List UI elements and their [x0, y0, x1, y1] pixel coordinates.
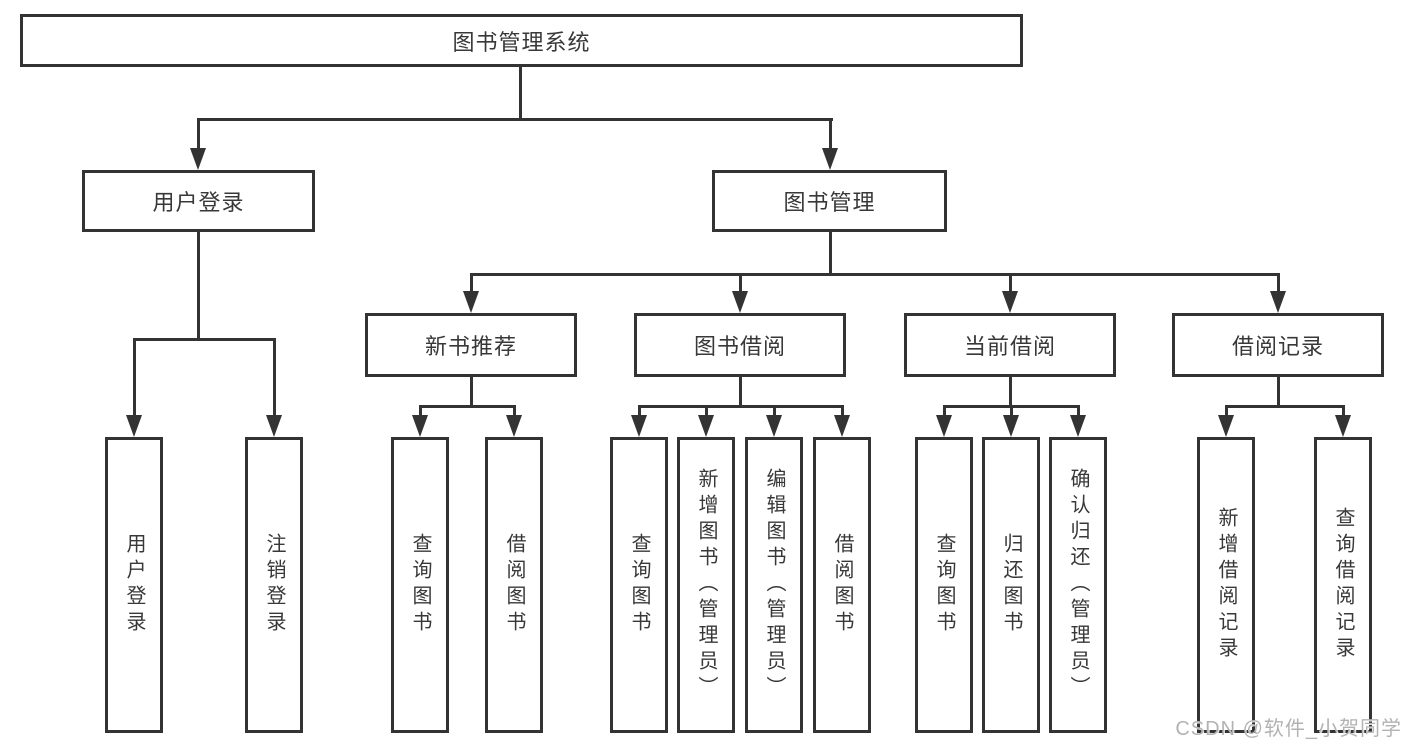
arrowhead-current-borrow — [1002, 291, 1018, 313]
node-current-borrow: 当前借阅 — [904, 313, 1116, 377]
arrowhead-cb-confirm — [1070, 415, 1086, 437]
leaf-bb-borrow-books: 借阅图书 — [813, 437, 871, 733]
connector-drop-bb-borrow — [841, 405, 844, 418]
node-book-mgmt-label: 图书管理 — [783, 190, 876, 215]
connector-borrow-records-rail — [1225, 405, 1345, 408]
connector-root-rail — [197, 118, 833, 121]
connector-drop-leaf-login — [133, 338, 136, 418]
node-user-login-label: 用户登录 — [152, 190, 245, 215]
leaf-bb-add-books-admin: 新增图书（管理员） — [677, 437, 735, 733]
connector-drop-book-borrow — [739, 273, 742, 293]
leaf-cb-confirm-return-admin-label: 确认归还（管理员） — [1067, 468, 1089, 702]
leaf-cb-query-books-label: 查询图书 — [933, 533, 955, 637]
leaf-logout-label: 注销登录 — [263, 533, 285, 637]
leaf-nb-query-books-label: 查询图书 — [409, 533, 431, 637]
connector-book-borrow-rail — [638, 405, 844, 408]
connector-drop-br-query — [1342, 405, 1345, 418]
leaf-cb-return-books: 归还图书 — [982, 437, 1040, 733]
leaf-nb-query-books: 查询图书 — [391, 437, 449, 733]
leaf-logout: 注销登录 — [245, 437, 303, 733]
leaf-bb-edit-books-admin: 编辑图书（管理员） — [745, 437, 803, 733]
arrowhead-cb-return — [1003, 415, 1019, 437]
leaf-cb-return-books-label: 归还图书 — [1000, 533, 1022, 637]
connector-drop-bb-edit — [773, 405, 776, 418]
arrowhead-br-add — [1218, 415, 1234, 437]
leaf-user-login-label: 用户登录 — [123, 533, 145, 637]
connector-new-books-rail — [419, 405, 516, 408]
node-borrow-records-label: 借阅记录 — [1231, 334, 1324, 359]
arrowhead-book-mgmt — [822, 148, 838, 170]
node-book-borrow-label: 图书借阅 — [693, 334, 786, 359]
node-new-books-label: 新书推荐 — [424, 334, 517, 359]
arrowhead-br-query — [1335, 415, 1351, 437]
leaf-cb-query-books: 查询图书 — [915, 437, 973, 733]
arrowhead-leaf-logout — [266, 415, 282, 437]
connector-drop-nb-query — [419, 405, 422, 418]
leaf-br-add-record: 新增借阅记录 — [1197, 437, 1255, 733]
connector-drop-current-borrow — [1009, 273, 1012, 293]
arrowhead-user-login — [190, 148, 206, 170]
connector-drop-cb-return — [1010, 405, 1013, 418]
connector-book-mgmt-stem — [829, 232, 832, 276]
leaf-nb-borrow-books: 借阅图书 — [485, 437, 543, 733]
leaf-bb-edit-books-admin-label: 编辑图书（管理员） — [763, 468, 785, 702]
connector-drop-book-mgmt — [829, 118, 832, 150]
connector-drop-new-books — [470, 273, 473, 293]
node-borrow-records: 借阅记录 — [1172, 313, 1384, 377]
leaf-br-query-record: 查询借阅记录 — [1314, 437, 1372, 733]
node-current-borrow-label: 当前借阅 — [963, 334, 1056, 359]
connector-drop-br-add — [1225, 405, 1228, 418]
arrowhead-bb-query — [631, 415, 647, 437]
arrowhead-nb-borrow — [506, 415, 522, 437]
arrowhead-nb-query — [412, 415, 428, 437]
connector-new-books-stem — [470, 377, 473, 408]
arrowhead-new-books — [463, 291, 479, 313]
arrowhead-bb-add — [698, 415, 714, 437]
leaf-br-query-record-label: 查询借阅记录 — [1332, 507, 1354, 663]
leaf-bb-borrow-books-label: 借阅图书 — [831, 533, 853, 637]
node-new-books: 新书推荐 — [365, 313, 577, 377]
arrowhead-cb-query — [936, 415, 952, 437]
arrowhead-bb-borrow — [834, 415, 850, 437]
leaf-bb-add-books-admin-label: 新增图书（管理员） — [695, 468, 717, 702]
arrowhead-book-borrow — [732, 291, 748, 313]
connector-current-borrow-stem — [1009, 377, 1012, 408]
connector-drop-bb-query — [638, 405, 641, 418]
node-user-login: 用户登录 — [82, 170, 315, 232]
leaf-br-add-record-label: 新增借阅记录 — [1215, 507, 1237, 663]
leaf-user-login: 用户登录 — [105, 437, 163, 733]
connector-drop-user-login — [197, 118, 200, 150]
connector-drop-nb-borrow — [513, 405, 516, 418]
connector-user-login-stem — [197, 232, 200, 341]
leaf-nb-borrow-books-label: 借阅图书 — [503, 533, 525, 637]
arrowhead-leaf-login — [126, 415, 142, 437]
leaf-bb-query-books: 查询图书 — [610, 437, 668, 733]
connector-book-mgmt-rail — [470, 273, 1280, 276]
csdn-watermark: CSDN @软件_小贺同学 — [1175, 718, 1402, 740]
connector-drop-leaf-logout — [273, 338, 276, 418]
connector-root-stem — [519, 67, 522, 120]
connector-drop-bb-add — [705, 405, 708, 418]
connector-drop-cb-query — [943, 405, 946, 418]
connector-book-borrow-stem — [739, 377, 742, 408]
connector-user-login-rail — [133, 338, 276, 341]
node-book-mgmt: 图书管理 — [712, 170, 947, 232]
leaf-bb-query-books-label: 查询图书 — [628, 533, 650, 637]
node-root-library-system: 图书管理系统 — [20, 14, 1023, 67]
node-root-label: 图书管理系统 — [452, 29, 591, 55]
connector-drop-borrow-records — [1277, 273, 1280, 293]
arrowhead-bb-edit — [766, 415, 782, 437]
node-book-borrow: 图书借阅 — [634, 313, 846, 377]
connector-borrow-records-stem — [1277, 377, 1280, 408]
leaf-cb-confirm-return-admin: 确认归还（管理员） — [1049, 437, 1107, 733]
arrowhead-borrow-records — [1270, 291, 1286, 313]
connector-drop-cb-confirm — [1077, 405, 1080, 418]
